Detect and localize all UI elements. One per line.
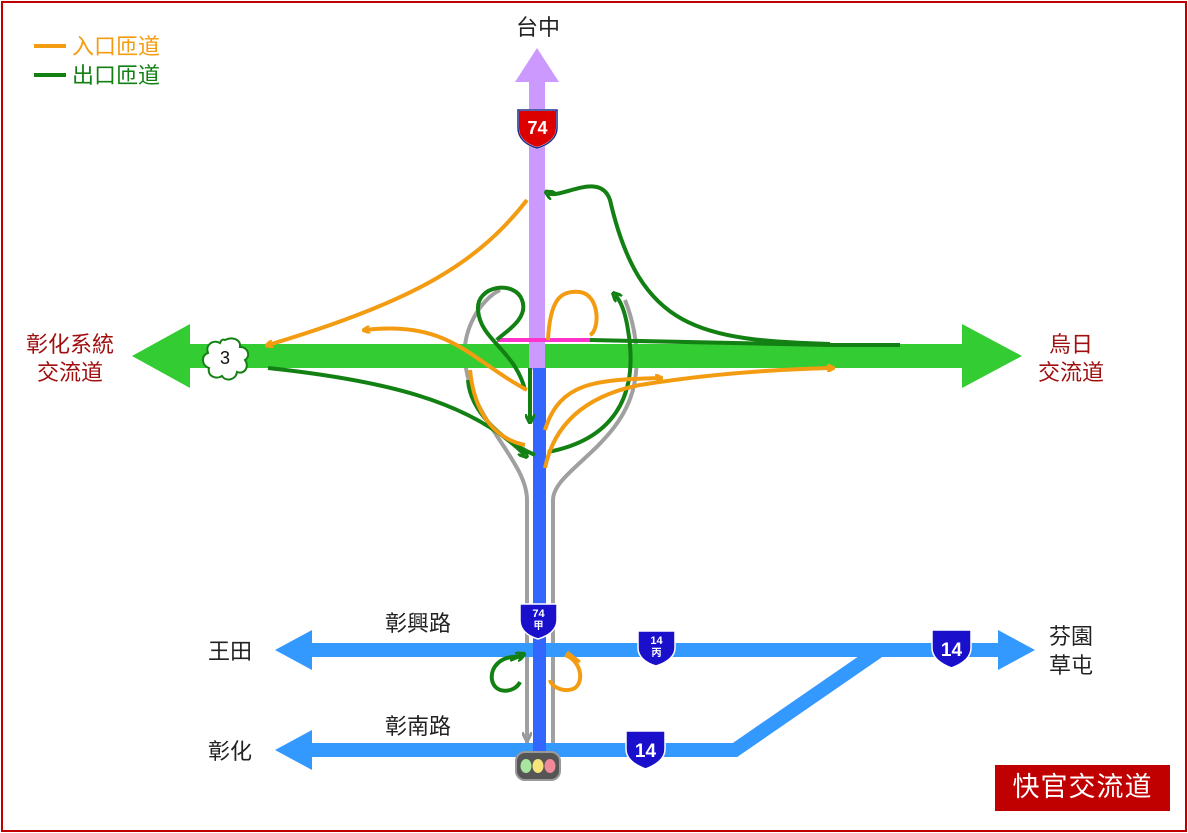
changhua-arrowhead — [275, 730, 312, 770]
route-14-upper-number: 14 — [941, 640, 963, 661]
route-14-shield-icon: 14 — [931, 629, 972, 669]
route-3-plum-shield-icon: 3 — [201, 337, 250, 381]
route-74-number: 74 — [527, 118, 547, 138]
route-74a-shield-icon: 74 甲 — [519, 603, 558, 640]
east-destination-line2: 交流道 — [1038, 361, 1104, 386]
freeway-74 — [515, 48, 559, 370]
wangtian-arrowhead — [275, 630, 312, 670]
route-14c-shield-icon: 14 丙 — [637, 630, 676, 667]
fenyuan-destination-line1: 芬園 — [1049, 625, 1093, 650]
north-destination: 台中 — [516, 16, 560, 41]
route-74a-number: 74 — [532, 608, 545, 620]
route-14c-suffix: 丙 — [652, 647, 662, 659]
title-box — [995, 765, 1170, 811]
legend-entry-label: 入口匝道 — [72, 35, 160, 60]
freeway-3 — [132, 324, 1022, 388]
traffic-light-icon — [515, 751, 561, 781]
route-74-shield-icon: 74 — [517, 109, 558, 150]
exit-ramps — [267, 184, 900, 693]
entry-ramps — [268, 198, 832, 692]
north-arrowhead — [515, 48, 559, 82]
wangtian-destination: 王田 — [208, 640, 252, 665]
fenyuan-arrowhead — [998, 630, 1035, 670]
expressway-74a — [533, 368, 546, 753]
west-arrowhead — [132, 324, 190, 388]
changhua-destination: 彰化 — [208, 740, 252, 765]
route-74a-suffix: 甲 — [534, 620, 544, 632]
west-destination-line2: 交流道 — [37, 361, 103, 386]
legend-exit-label: 出口匝道 — [72, 64, 160, 89]
route-14c-number: 14 — [650, 635, 663, 647]
diagram-title: 快官交流道 — [1012, 772, 1153, 803]
route-3-number: 3 — [220, 348, 230, 368]
east-arrowhead — [962, 324, 1022, 388]
route-14-lower-shield-icon: 14 — [625, 730, 666, 770]
legend: 入口匝道 出口匝道 — [34, 35, 160, 89]
zhangnan-road-label: 彰南路 — [385, 715, 451, 740]
route-14-lower-number: 14 — [635, 741, 657, 762]
east-destination-line1: 烏日 — [1049, 333, 1093, 358]
fenyuan-destination-line2: 草屯 — [1049, 654, 1093, 679]
zhangxing-road-label: 彰興路 — [385, 612, 451, 637]
west-destination-line1: 彰化系統 — [26, 333, 114, 358]
